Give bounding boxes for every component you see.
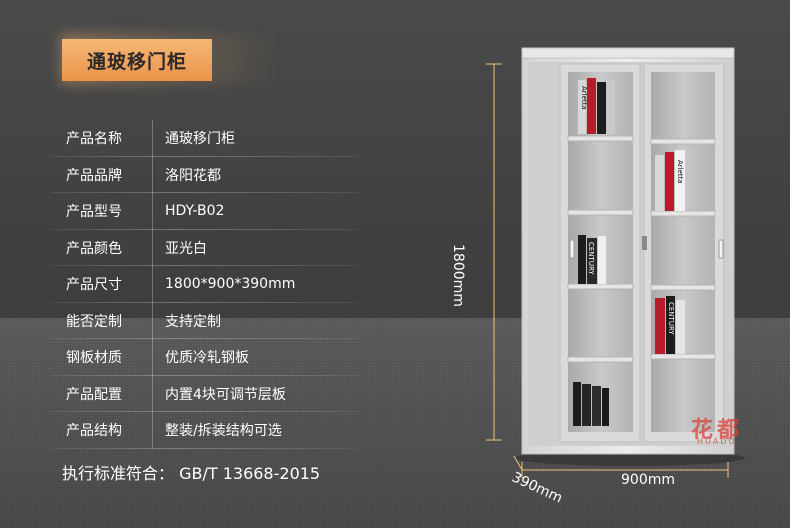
spec-label: 产品颜色 <box>66 240 122 257</box>
shelves <box>567 135 716 363</box>
spec-label: 产品配置 <box>66 386 122 403</box>
books-right <box>655 150 685 211</box>
spec-row: 产品颜色 亚光白 <box>52 229 357 266</box>
spec-value: 内置4块可调节层板 <box>165 386 286 403</box>
spec-label: 产品结构 <box>66 423 122 440</box>
spec-divider <box>152 375 153 412</box>
spec-value: 洛阳花都 <box>165 167 221 184</box>
spec-value: HDY-B02 <box>165 203 225 220</box>
spec-divider <box>152 156 153 193</box>
spec-row: 能否定制 支持定制 <box>52 302 357 339</box>
spec-row: 产品型号 HDY-B02 <box>52 193 357 230</box>
brand-logo: 花都 HUADU <box>683 410 751 448</box>
books-lower-right <box>655 296 685 354</box>
book-spine-text: Arletta <box>580 86 588 110</box>
logo-sub-text: HUADU <box>697 437 737 446</box>
page-title: 通玻移门柜 <box>62 39 212 81</box>
spec-label: 能否定制 <box>66 313 122 330</box>
right-glass-panel <box>651 72 715 432</box>
book-spine-text: CENTURY <box>587 242 595 275</box>
spec-divider <box>152 229 153 266</box>
spec-label: 产品名称 <box>66 131 122 148</box>
dimension-lines <box>486 63 729 478</box>
spec-divider <box>152 339 153 376</box>
spec-value: 1800*900*390mm <box>165 276 296 293</box>
spec-row: 钢板材质 优质冷轧钢板 <box>52 339 357 376</box>
spec-value: 亚光白 <box>165 240 207 257</box>
spec-divider <box>152 412 153 449</box>
spec-table: 产品名称 通玻移门柜 产品品牌 洛阳花都 产品型号 HDY-B02 产品颜色 亚光白 产… <box>52 120 357 449</box>
door-lock <box>642 236 647 250</box>
spec-divider <box>152 266 153 303</box>
cabinet-top <box>521 47 735 59</box>
spec-row: 产品名称 通玻移门柜 <box>52 120 357 157</box>
spec-row: 产品配置 内置4块可调节层板 <box>52 375 357 412</box>
logo-main-text: 花都 <box>691 418 744 443</box>
spec-divider <box>152 193 153 230</box>
spec-row: 产品品牌 洛阳花都 <box>52 156 357 193</box>
spec-value: 整装/拆装结构可选 <box>165 423 282 440</box>
book-spine-text: Arletta <box>676 160 684 184</box>
spec-row: 产品结构 整装/拆装结构可选 <box>52 412 357 449</box>
books-center-left <box>578 235 606 284</box>
door-handle <box>718 239 724 259</box>
spec-divider <box>152 302 153 339</box>
spec-label: 产品型号 <box>66 204 122 221</box>
spec-value: 支持定制 <box>165 313 221 330</box>
spec-label: 产品尺寸 <box>66 277 122 294</box>
spec-label: 产品品牌 <box>66 167 122 184</box>
books-bottom-left <box>573 382 609 426</box>
books-top-left <box>578 78 615 134</box>
book-spine-text: CENTURY <box>667 302 675 335</box>
spec-label: 钢板材质 <box>66 350 122 367</box>
height-dimension-label: 1800mm <box>450 244 466 307</box>
standard-compliance: 执行标准符合： GB/T 13668-2015 <box>62 464 321 483</box>
spec-divider <box>152 120 153 157</box>
spec-row: 产品尺寸 1800*900*390mm <box>52 266 357 303</box>
width-dimension-label: 900mm <box>621 472 675 488</box>
spec-value: 优质冷轧钢板 <box>165 350 249 367</box>
door-handle <box>569 239 575 259</box>
spec-value: 通玻移门柜 <box>165 131 235 148</box>
